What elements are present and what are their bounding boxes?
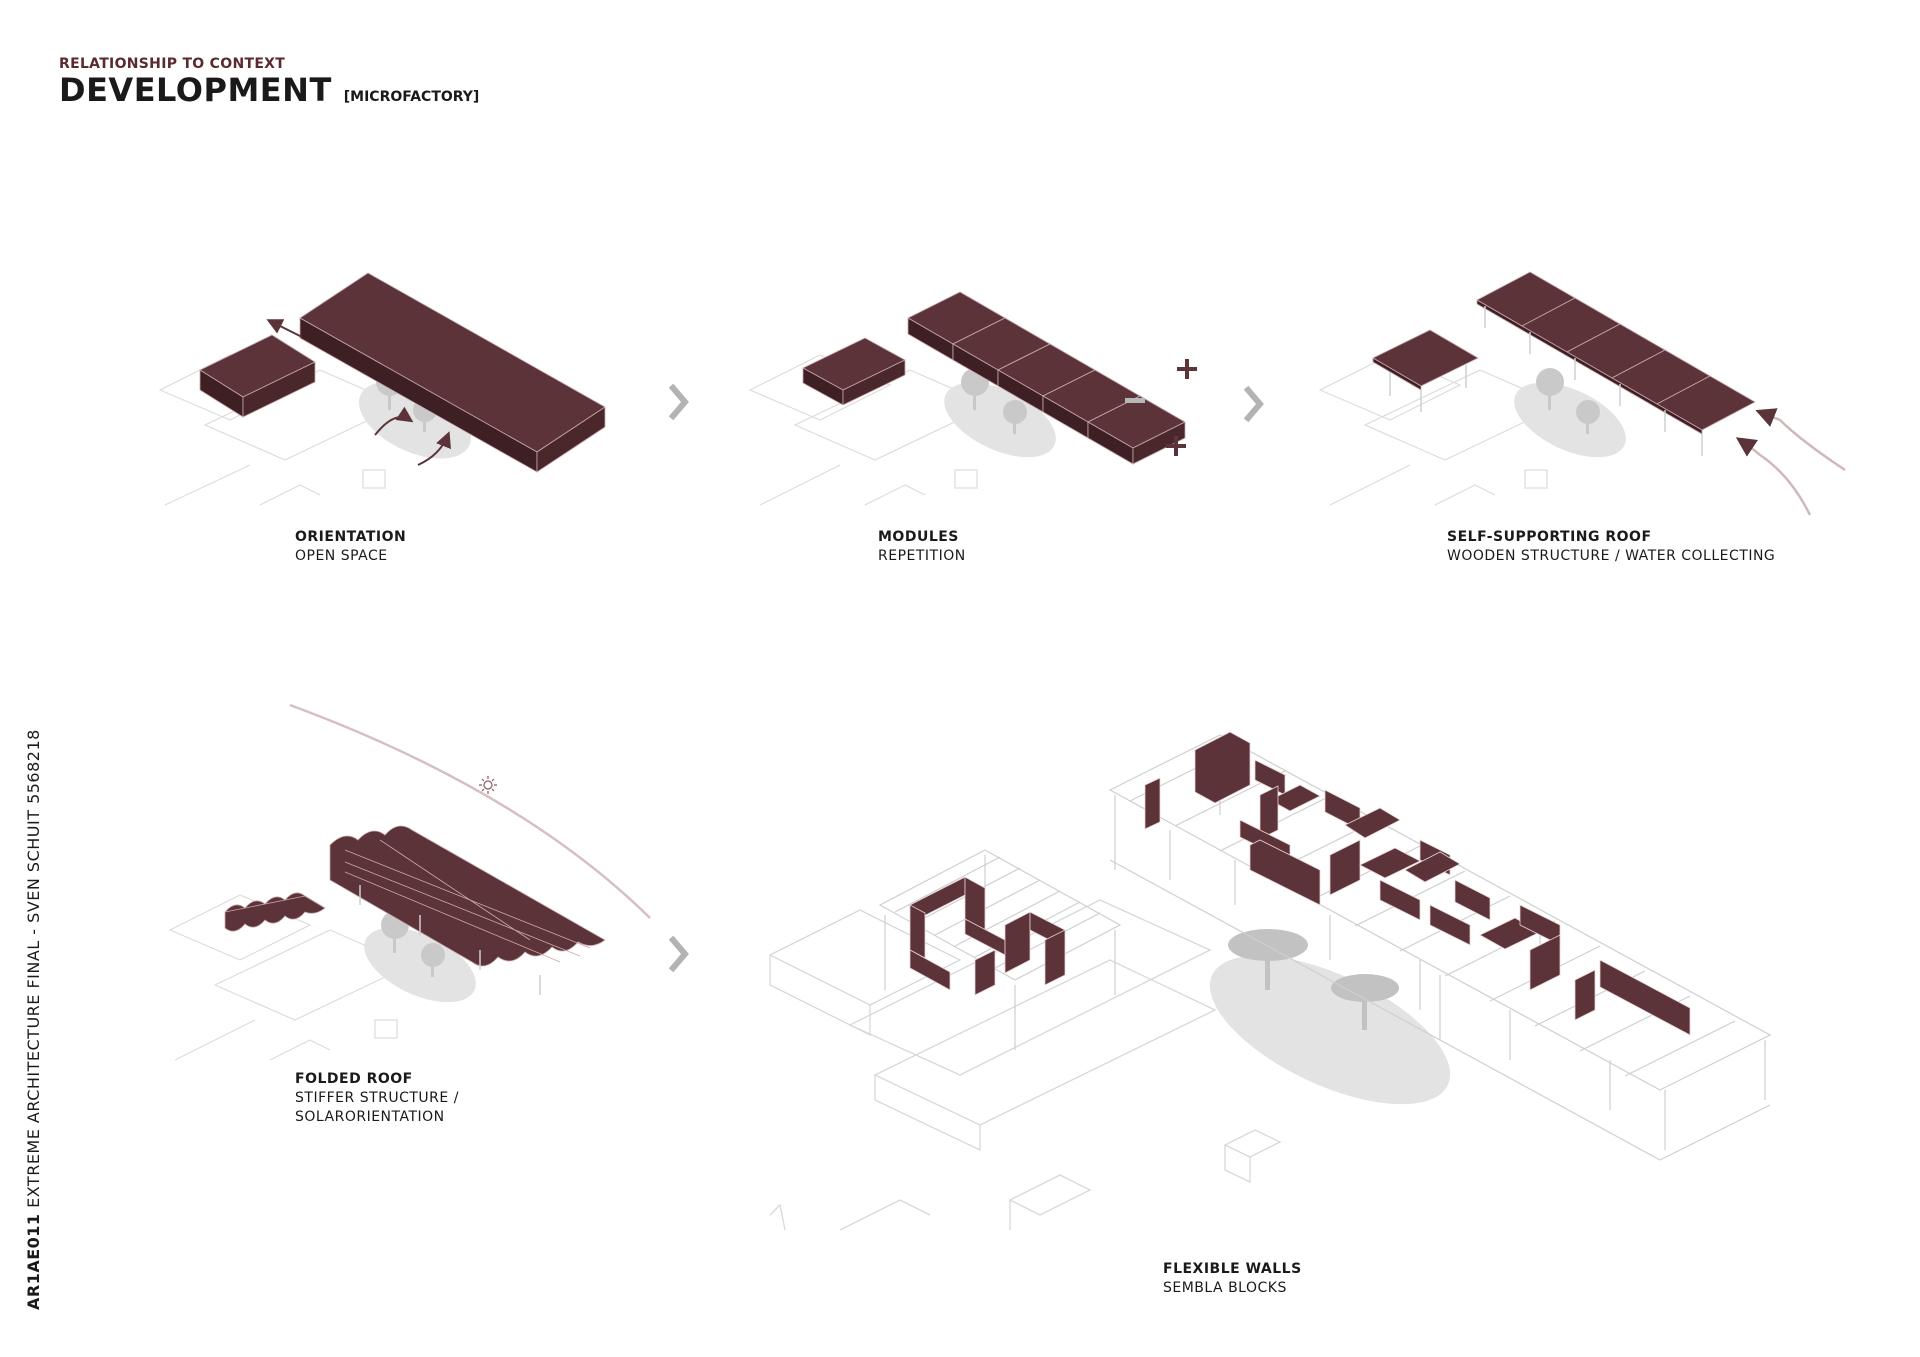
caption-flexible-walls: FLEXIBLE WALLS SEMBLA BLOCKS <box>1163 1260 1302 1298</box>
arrow-right-icon <box>673 940 685 968</box>
caption-line: STIFFER STRUCTURE / <box>295 1089 459 1108</box>
small-block <box>200 335 315 417</box>
water-flow-arrow <box>1760 412 1845 470</box>
caption-folded-roof: FOLDED ROOF STIFFER STRUCTURE / SOLARORI… <box>295 1070 459 1127</box>
small-roof <box>1373 330 1478 412</box>
caption-self-supporting-roof: SELF-SUPPORTING ROOF WOODEN STRUCTURE / … <box>1447 528 1775 566</box>
context-linework <box>1320 355 1560 505</box>
wall-blocks <box>910 877 1065 995</box>
caption-line: SOLARORIENTATION <box>295 1108 459 1127</box>
small-module <box>803 338 905 405</box>
water-flow-arrow <box>1740 440 1810 515</box>
caption-line: SEMBLA BLOCKS <box>1163 1279 1302 1298</box>
minus-icon <box>1125 398 1145 403</box>
caption-title: MODULES <box>878 528 966 547</box>
panel-modules <box>750 292 1197 505</box>
caption-title: FLEXIBLE WALLS <box>1163 1260 1302 1279</box>
arrow-right-icon <box>673 388 685 416</box>
caption-line: WOODEN STRUCTURE / WATER COLLECTING <box>1447 547 1775 566</box>
arrow-right-icon <box>1248 390 1260 418</box>
caption-title: SELF-SUPPORTING ROOF <box>1447 528 1775 547</box>
caption-modules: MODULES REPETITION <box>878 528 966 566</box>
panel-self-supporting-roof <box>1320 272 1845 515</box>
panel-folded-roof <box>170 705 650 1060</box>
caption-orientation: ORIENTATION OPEN SPACE <box>295 528 406 566</box>
orientation-arrow <box>270 321 302 337</box>
caption-line: REPETITION <box>878 547 966 566</box>
panel-orientation <box>160 273 605 505</box>
plus-icon <box>1177 359 1197 379</box>
context-linework <box>170 895 410 1060</box>
caption-line: OPEN SPACE <box>295 547 406 566</box>
caption-title: FOLDED ROOF <box>295 1070 459 1089</box>
panel-flexible-walls <box>770 732 1770 1230</box>
sun-icon <box>479 776 497 794</box>
caption-title: ORIENTATION <box>295 528 406 547</box>
